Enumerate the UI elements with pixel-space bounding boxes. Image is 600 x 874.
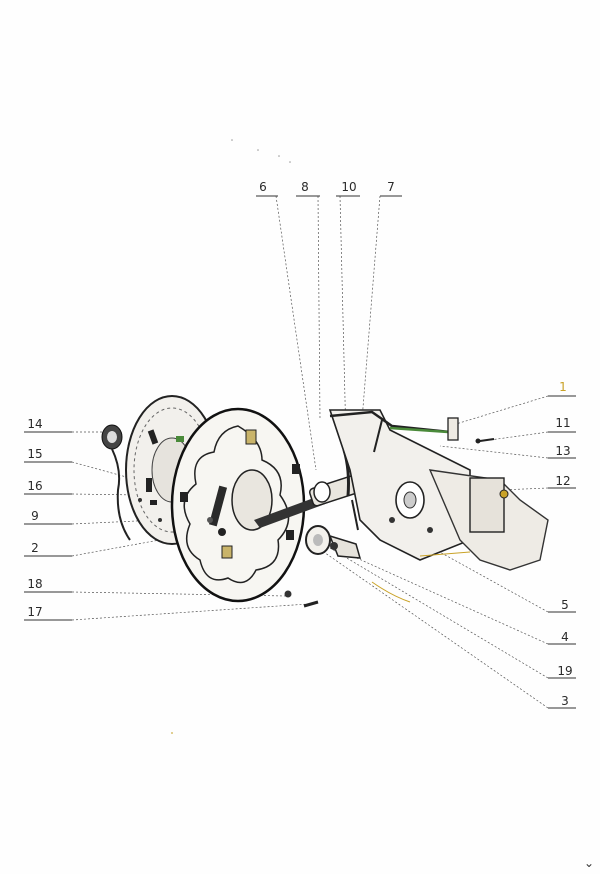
- callout-4: 4: [561, 630, 569, 644]
- callout-10: 10: [341, 180, 357, 194]
- callout-3: 3: [561, 694, 569, 708]
- paper-specks: [171, 139, 291, 734]
- callout-1: 1: [559, 380, 567, 394]
- control-linkage: [329, 410, 495, 453]
- callout-15: 15: [27, 447, 43, 461]
- callout-11: 11: [555, 416, 571, 430]
- callout-5: 5: [561, 598, 569, 612]
- callout-16: 16: [27, 479, 43, 493]
- release-bearing: [284, 525, 362, 608]
- callout-19: 19: [557, 664, 573, 678]
- callout-6: 6: [259, 180, 267, 194]
- callout-12: 12: [555, 474, 571, 488]
- callout-18: 18: [27, 577, 43, 591]
- callout-rules: [24, 195, 576, 709]
- coil-spring: [101, 424, 131, 541]
- chevron-down-icon[interactable]: ⌄: [583, 856, 594, 870]
- callout-13: 13: [555, 444, 571, 458]
- callout-14: 14: [27, 417, 43, 431]
- callout-7: 7: [387, 180, 395, 194]
- pressure-plate: [170, 407, 306, 603]
- gearbox-housing: [328, 409, 549, 603]
- callout-17: 17: [27, 605, 43, 619]
- callout-9: 9: [31, 509, 39, 523]
- callout-8: 8: [301, 180, 309, 194]
- callout-2: 2: [31, 541, 39, 555]
